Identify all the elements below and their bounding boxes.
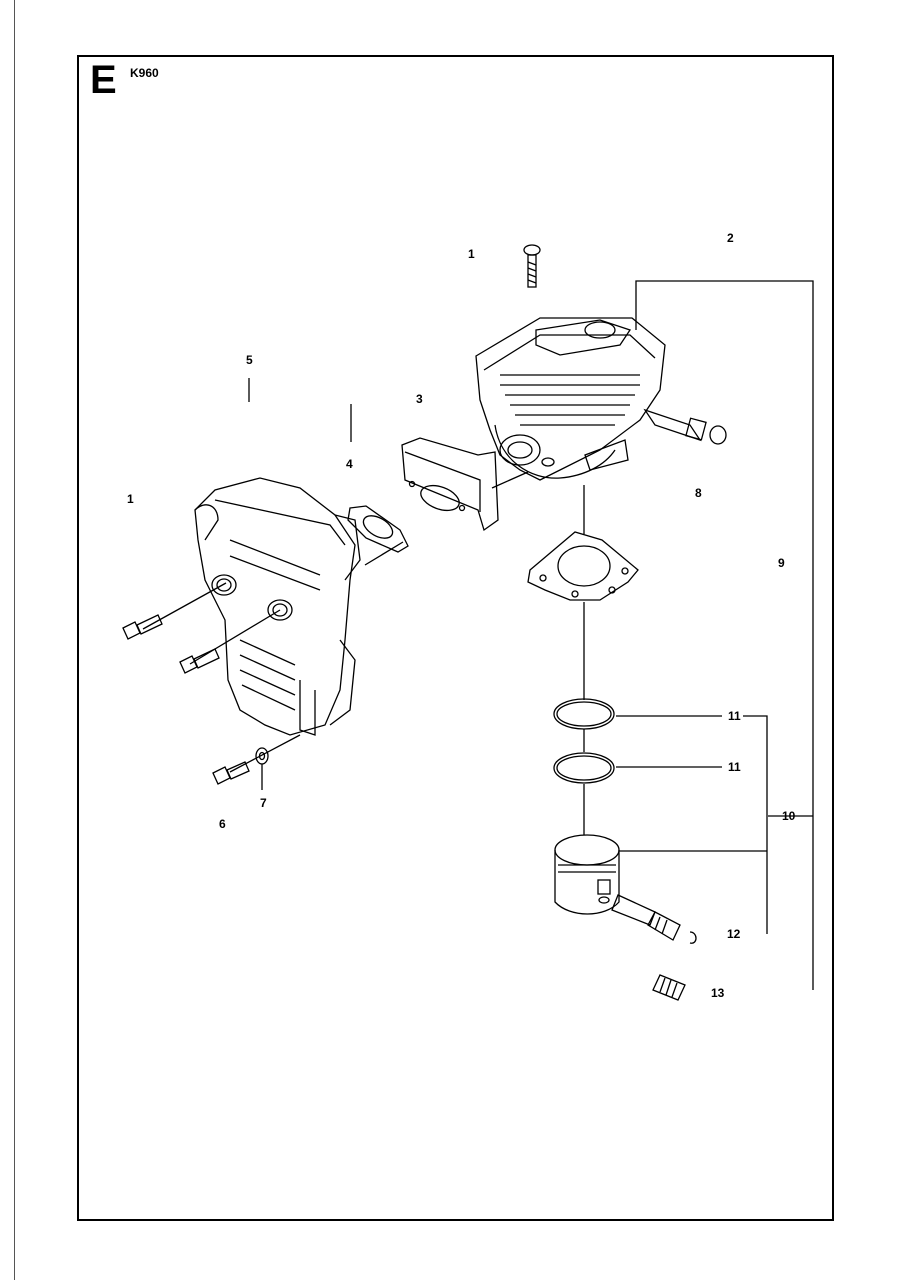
model-label: K960 [130,66,159,80]
cylinder-screw [523,244,541,288]
leader-lines [142,280,814,990]
muffler-gasket [347,505,409,553]
page-edge-line [14,0,15,1280]
diagram-frame [77,55,834,1221]
callout-9-cylinder-gasket: 9 [778,556,785,570]
muffler-screws [122,614,220,674]
decompression-valve [643,408,727,445]
callout-11-piston-ring-lower: 11 [728,760,741,774]
screw-and-washer [212,747,269,790]
callout-12-piston-pin: 12 [727,927,741,941]
muffler [194,477,361,736]
callout-13-needle-bearing: 13 [711,986,725,1000]
callout-7-washer: 7 [260,796,267,810]
callout-10-piston-kit: 10 [782,809,796,823]
callout-2-cylinder: 2 [727,231,734,245]
callout-1-cylinder-screw: 1 [468,247,475,261]
piston [554,834,697,944]
callout-1-muffler-screw: 1 [127,492,134,506]
cylinder [475,317,666,481]
section-letter: E [90,58,117,102]
callout-11-piston-ring-upper: 11 [728,709,741,723]
callout-6-screw: 6 [219,817,226,831]
intake-flange [401,437,499,532]
callout-8-decompression-valve: 8 [695,486,702,500]
callout-5-muffler: 5 [246,353,253,367]
piston-rings [553,698,615,784]
needle-bearing [652,974,686,1001]
callout-3-intake-flange: 3 [416,392,423,406]
cylinder-gasket [527,531,639,601]
callout-4-muffler-gasket: 4 [346,457,353,471]
